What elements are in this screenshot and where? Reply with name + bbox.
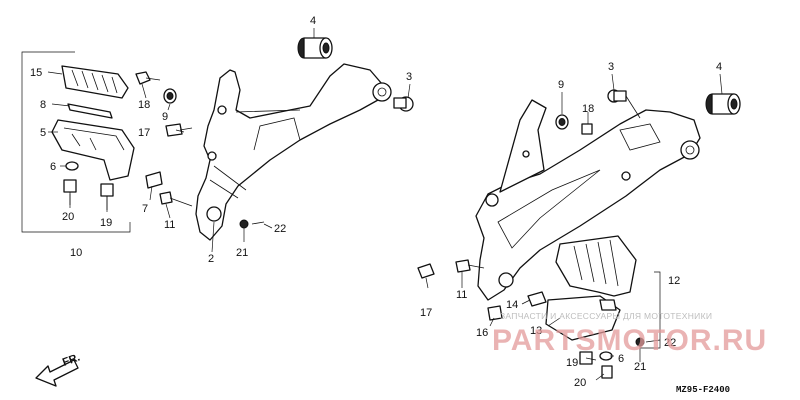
- right-step-assembly: [545, 235, 661, 379]
- step-plate: [67, 103, 113, 119]
- callout: 5: [40, 127, 46, 139]
- watermark-logo: PARTSMOTOR.RU: [492, 324, 767, 357]
- callout: 21: [236, 247, 248, 259]
- sheet-code: MZ95-F2400: [676, 385, 730, 395]
- step-washer: [65, 161, 79, 171]
- callout: 19: [100, 217, 112, 229]
- left-step-assembly: [21, 51, 135, 233]
- callout: 2: [208, 253, 214, 265]
- callout: 3: [608, 61, 614, 73]
- front-label: FR.: [61, 351, 82, 368]
- callout: 14: [506, 299, 518, 311]
- callout: 7: [142, 203, 148, 215]
- left-step-bracket: [195, 63, 392, 241]
- callout: 21: [634, 361, 646, 373]
- left-leaders: [47, 28, 411, 253]
- callout: 4: [716, 61, 722, 73]
- callout: 12: [668, 275, 680, 287]
- watermark-tagline: ЗАПЧАСТИ И АКСЕССУАРЫ ДЛЯ МОТОТЕХНИКИ: [500, 311, 712, 321]
- callout: 18: [138, 99, 150, 111]
- callout: 9: [162, 111, 168, 123]
- callout: 17: [420, 307, 432, 319]
- callout-labels-right: 4 9 18 3 12 11 17 14 16 13 19 20 6 21 22: [420, 61, 722, 389]
- callout: 4: [310, 15, 316, 27]
- callout: 8: [40, 99, 46, 111]
- arrow-front-icon: [35, 359, 79, 387]
- right-hardware: [417, 114, 593, 321]
- callout: 16: [476, 327, 488, 339]
- callout: 11: [164, 219, 175, 231]
- watermark: ЗАПЧАСТИ И АКСЕССУАРЫ ДЛЯ МОТОТЕХНИКИ PA…: [492, 311, 767, 357]
- callout-labels-left: 15 8 5 6 20 19 10 18 9 17 7 11 2 4 3 21 …: [30, 15, 412, 265]
- pin-right: [607, 89, 641, 119]
- bushing-right: [705, 93, 741, 115]
- right-leaders: [425, 73, 723, 381]
- callout: 6: [618, 353, 624, 365]
- callout: 18: [582, 103, 594, 115]
- callout: 6: [50, 161, 56, 173]
- callout: 22: [664, 337, 676, 349]
- step-bar: [51, 119, 135, 181]
- footpeg-rubber: [61, 65, 129, 99]
- callout: 10: [70, 247, 82, 259]
- right-step-bracket: [475, 99, 701, 301]
- callout: 22: [274, 223, 286, 235]
- callout: 15: [30, 67, 42, 79]
- pin-left: [393, 96, 414, 112]
- front-direction-indicator: FR.: [35, 351, 82, 387]
- callout: 11: [456, 289, 467, 301]
- bushing-left: [297, 37, 333, 59]
- callout: 17: [138, 127, 150, 139]
- callout: 3: [406, 71, 412, 83]
- callout: 20: [62, 211, 74, 223]
- left-hardware: [135, 71, 265, 229]
- callout: 13: [530, 325, 542, 337]
- callout: 19: [566, 357, 578, 369]
- callout: 20: [574, 377, 586, 389]
- callout: 9: [558, 79, 564, 91]
